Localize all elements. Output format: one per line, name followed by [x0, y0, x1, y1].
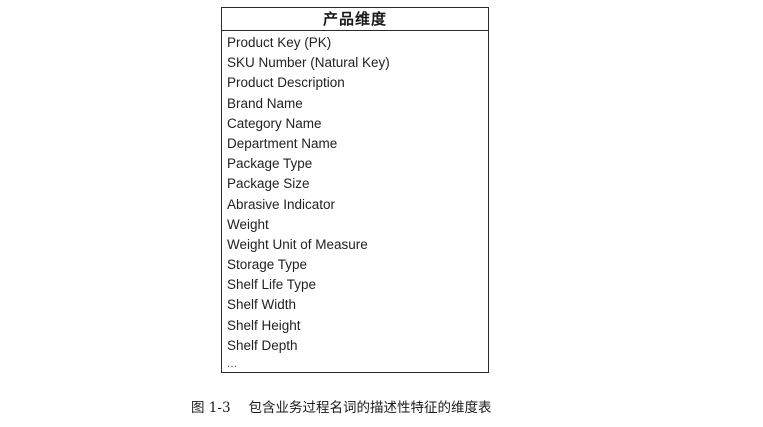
attribute-weight-unit: Weight Unit of Measure: [227, 236, 368, 252]
attribute-product-description: Product Description: [227, 75, 345, 91]
attribute-product-key: Product Key (PK): [227, 35, 332, 50]
attribute-brand-name: Brand Name: [227, 95, 303, 111]
attribute-package-size: Package Size: [227, 176, 310, 192]
attribute-category-name: Category Name: [227, 115, 322, 131]
attribute-sku-number: SKU Number (Natural Key): [227, 55, 390, 71]
attribute-shelf-height: Shelf Height: [227, 317, 301, 333]
attribute-abrasive-indicator: Abrasive Indicator: [227, 196, 336, 212]
caption-text: 包含业务过程名词的描述性特征的维度表: [248, 400, 492, 416]
attribute-department-name: Department Name: [227, 135, 338, 151]
figure-number: 图 1-3: [191, 400, 231, 416]
table-title: 产品维度: [222, 8, 488, 31]
attribute-shelf-life-type: Shelf Life Type: [227, 277, 317, 293]
attribute-package-type: Package Type: [227, 156, 313, 172]
dimension-table: 产品维度 Product Key (PK) SKU Number (Natura…: [221, 7, 489, 373]
attribute-ellipsis: ...: [227, 356, 238, 370]
attribute-shelf-width: Shelf Width: [227, 297, 297, 313]
attribute-storage-type: Storage Type: [227, 257, 308, 273]
attribute-shelf-depth: Shelf Depth: [227, 337, 298, 353]
attribute-list: Product Key (PK) SKU Number (Natural Key…: [222, 31, 488, 374]
attribute-weight: Weight: [227, 216, 269, 232]
figure-caption: 图 1-3 包含业务过程名词的描述性特征的维度表: [191, 396, 492, 416]
